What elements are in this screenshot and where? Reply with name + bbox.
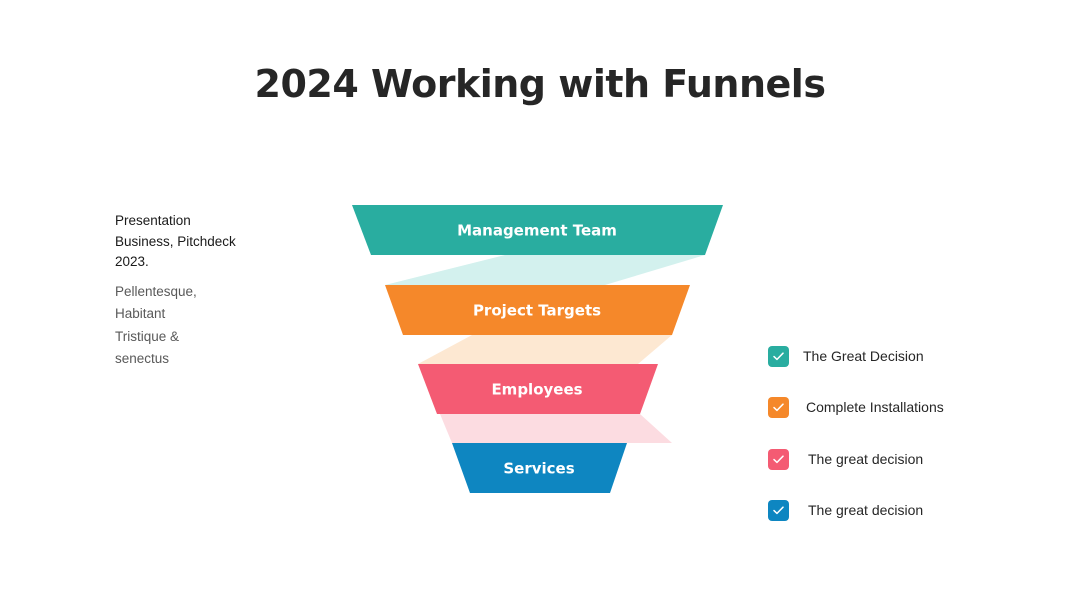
- legend-item-2: Complete Installations: [768, 395, 944, 419]
- intro-body: Pellentesque, Habitant Tristique & senec…: [115, 281, 265, 371]
- funnel-label-services: Services: [503, 460, 574, 478]
- funnel-stage-management-team: [352, 205, 723, 255]
- intro-body-line: senectus: [115, 351, 170, 366]
- legend-label: The Great Decision: [803, 348, 924, 364]
- intro-heading-line: 2023.: [115, 254, 149, 269]
- funnel-connector-management-team: [385, 255, 705, 285]
- funnel-label-employees: Employees: [491, 381, 582, 399]
- funnel-connector-employees: [440, 414, 672, 443]
- check-icon: [768, 499, 789, 521]
- intro-body-line: Tristique &: [115, 328, 180, 344]
- check-icon: [768, 396, 789, 418]
- legend-item-4: The great decision: [768, 498, 923, 522]
- funnel-stage-project-targets: [385, 285, 690, 335]
- intro-heading-line: Presentation: [115, 213, 191, 228]
- intro-heading-line: Business, Pitchdeck: [115, 233, 236, 249]
- funnel-label-project-targets: Project Targets: [473, 302, 601, 320]
- legend-label: Complete Installations: [806, 399, 944, 415]
- slide-title: 2024 Working with Funnels: [254, 62, 826, 106]
- legend-item-3: The great decision: [768, 447, 923, 471]
- funnel-stage-employees: [418, 364, 658, 414]
- check-icon: [768, 448, 789, 470]
- legend-label: The great decision: [808, 502, 924, 518]
- legend-label: The great decision: [808, 451, 924, 467]
- funnel-label-management-team: Management Team: [457, 222, 617, 240]
- funnel-connector-project-targets: [418, 335, 672, 364]
- intro-text: Presentation Business, Pitchdeck 2023. P…: [115, 211, 265, 371]
- legend-item-1: The Great Decision: [768, 344, 924, 368]
- check-icon: [768, 345, 789, 367]
- funnel-connectors: [385, 255, 705, 443]
- intro-body-line: Pellentesque,: [115, 283, 197, 299]
- intro-heading: Presentation Business, Pitchdeck 2023.: [115, 211, 265, 273]
- intro-body-line: Habitant: [115, 306, 166, 321]
- funnel-stage-services: [452, 443, 627, 493]
